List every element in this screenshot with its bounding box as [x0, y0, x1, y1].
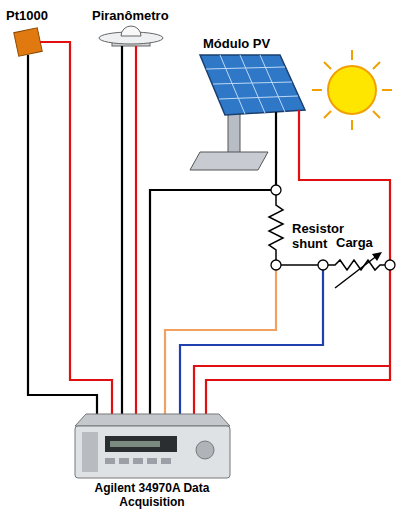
pyranometer-dome	[121, 26, 141, 36]
data-acquisition-unit	[75, 414, 230, 478]
sun-ray	[373, 62, 380, 69]
display-segments	[110, 441, 160, 447]
module-post	[228, 113, 240, 156]
module-panel	[200, 55, 305, 115]
variable-load-symbol	[328, 260, 385, 270]
unit-button	[161, 458, 171, 464]
sun-ray	[351, 50, 353, 60]
sun-ray	[373, 111, 380, 118]
terminals	[271, 185, 395, 270]
module-cell-grid	[206, 55, 298, 114]
sun-ray	[324, 62, 331, 69]
wire-black	[150, 190, 271, 418]
wire-black	[28, 55, 97, 418]
terminal	[318, 260, 328, 270]
sensor-label: Piranômetro	[92, 8, 169, 23]
pt1000-sensor	[14, 28, 42, 56]
terminal	[271, 185, 281, 195]
sun-ray	[351, 120, 353, 130]
wiring	[28, 42, 390, 418]
pyranometer-symbol	[99, 26, 163, 46]
wire-link	[281, 264, 318, 266]
terminal	[271, 260, 281, 270]
unit-front	[75, 426, 230, 478]
unit-top	[75, 414, 230, 426]
unit-display	[105, 436, 177, 452]
pv-module	[190, 55, 305, 170]
sun-ray	[312, 89, 322, 91]
unit-button	[133, 458, 143, 464]
arrow-head	[372, 252, 382, 261]
sun-ray	[324, 111, 331, 118]
unit-button	[119, 458, 129, 464]
wire-blue	[180, 270, 323, 418]
resistor-symbol	[269, 195, 283, 260]
sensor-label: Pt1000	[6, 8, 48, 23]
terminal	[385, 260, 395, 270]
module-base	[190, 152, 268, 170]
unit-button	[105, 458, 115, 464]
wire-red	[135, 46, 137, 418]
instrument-label: Agilent 34970A Data Acquisition	[77, 481, 227, 509]
sun-symbol	[312, 50, 392, 130]
unit-panel	[82, 432, 98, 472]
sun-disc	[328, 66, 376, 114]
wire-red	[194, 366, 390, 418]
variable-arrow	[335, 255, 378, 288]
unit-button	[147, 458, 157, 464]
wire-black	[121, 46, 123, 418]
sun-ray	[382, 89, 392, 91]
component-label: Carga	[336, 235, 373, 250]
wire-black	[275, 112, 277, 185]
wire-red	[40, 42, 112, 418]
module-label: Módulo PV	[203, 36, 270, 51]
unit-knob	[196, 441, 214, 459]
